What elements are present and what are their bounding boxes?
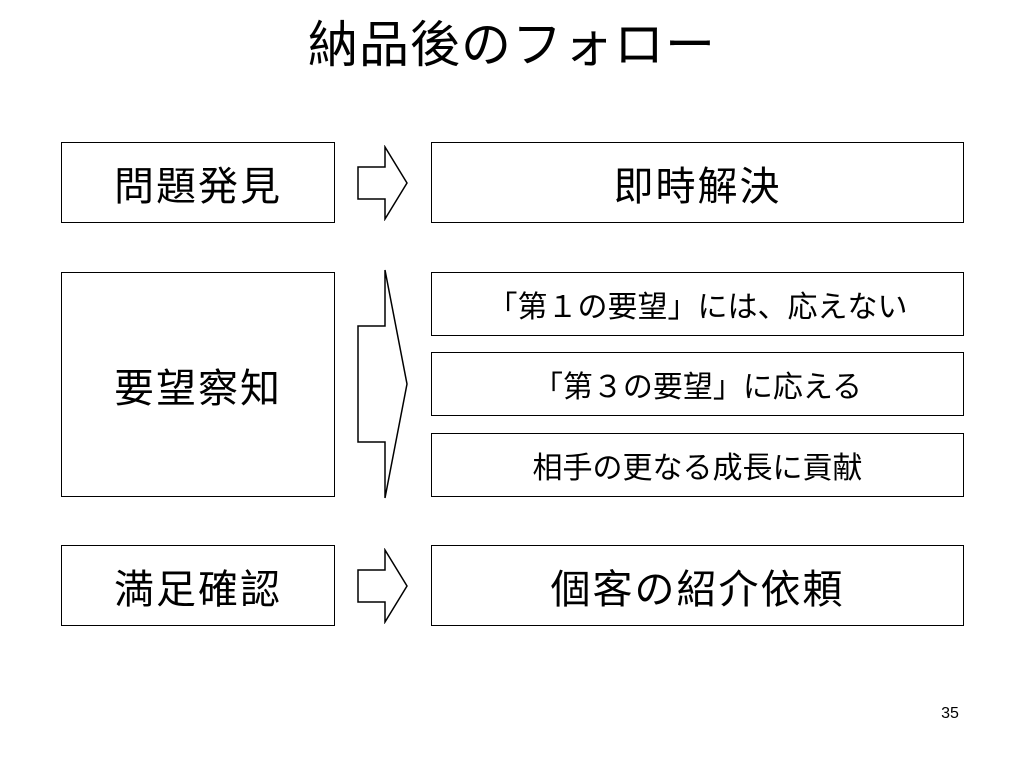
result-box-first-request: 「第１の要望」には、応えない (431, 272, 964, 336)
arrow-right-icon (357, 548, 408, 624)
result-box-immediate-solution: 即時解決 (431, 142, 964, 223)
result-label: 個客の紹介依頼 (550, 566, 845, 613)
result-label: 「第１の要望」には、応えない (487, 290, 908, 325)
result-box-referral-request: 個客の紹介依頼 (431, 545, 964, 626)
source-box-request-detection: 要望察知 (61, 272, 335, 497)
result-label: 相手の更なる成長に貢献 (532, 451, 863, 486)
source-label: 問題発見 (114, 163, 282, 210)
arrow-right-icon (357, 145, 408, 221)
result-box-growth-contribution: 相手の更なる成長に貢献 (431, 433, 964, 497)
source-label: 満足確認 (114, 566, 282, 613)
page-number: 35 (941, 705, 959, 722)
source-box-satisfaction-check: 満足確認 (61, 545, 335, 626)
arrow-right-large-icon (357, 269, 408, 499)
result-label: 即時解決 (613, 163, 782, 210)
source-box-problem-discovery: 問題発見 (61, 142, 335, 223)
source-label: 要望察知 (114, 365, 282, 412)
result-label: 「第３の要望」に応える (532, 370, 863, 405)
slide-title: 納品後のフォロー (308, 16, 716, 74)
result-box-third-request: 「第３の要望」に応える (431, 352, 964, 416)
